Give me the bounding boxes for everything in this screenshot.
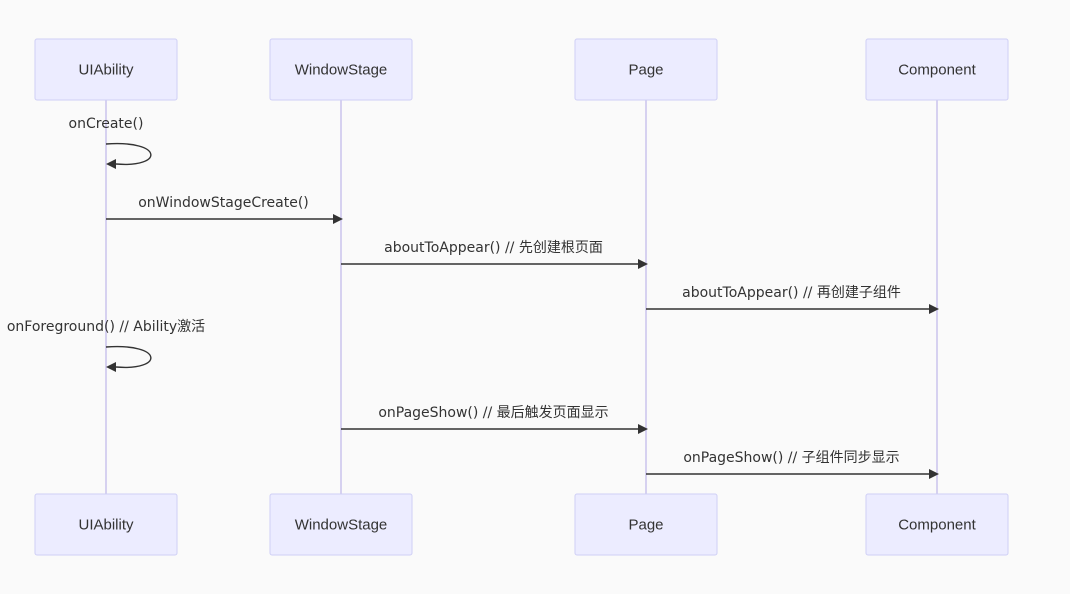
message-1: onCreate() (69, 116, 152, 169)
actor-label: Page (628, 517, 663, 534)
actor-box (865, 493, 1009, 556)
actor-page-top: Page (574, 38, 718, 101)
actor-page-bottom: Page (574, 493, 718, 556)
actor-label: Component (898, 62, 976, 79)
actor-box (574, 493, 718, 556)
message-label: onWindowStageCreate() (138, 195, 309, 211)
arrowhead (333, 214, 343, 224)
actor-label: UIAbility (78, 517, 134, 534)
message-label: onCreate() (69, 116, 144, 132)
message-label: aboutToAppear() // 再创建子组件 (682, 285, 901, 301)
actor-component-top: Component (865, 38, 1009, 101)
actor-windowstage-top: WindowStage (269, 38, 413, 101)
actor-label: Component (898, 517, 976, 534)
arrowhead (106, 159, 116, 169)
actor-box (34, 38, 178, 101)
actor-windowstage-bottom: WindowStage (269, 493, 413, 556)
self-message-loop (105, 142, 152, 166)
arrowhead (638, 424, 648, 434)
message-4: aboutToAppear() // 再创建子组件 (646, 285, 939, 314)
arrowhead (638, 259, 648, 269)
message-6: onPageShow() // 最后触发页面显示 (341, 405, 648, 434)
message-5: onForeground() // Ability激活 (7, 318, 205, 372)
actor-label: UIAbility (78, 62, 134, 79)
message-label: onPageShow() // 子组件同步显示 (683, 450, 899, 466)
actor-box (34, 493, 178, 556)
message-label: aboutToAppear() // 先创建根页面 (384, 240, 603, 256)
arrowhead (106, 362, 116, 372)
actor-uiability-bottom: UIAbility (34, 493, 178, 556)
message-2: onWindowStageCreate() (106, 195, 343, 224)
actor-box (865, 38, 1009, 101)
actor-box (574, 38, 718, 101)
message-label: onPageShow() // 最后触发页面显示 (378, 405, 608, 421)
actor-box (269, 38, 413, 101)
arrowhead (929, 304, 939, 314)
self-message-loop (105, 345, 152, 369)
message-label: onForeground() // Ability激活 (7, 318, 205, 335)
actor-box (269, 493, 413, 556)
actor-uiability-top: UIAbility (34, 38, 178, 101)
actor-label: WindowStage (295, 62, 388, 79)
message-3: aboutToAppear() // 先创建根页面 (341, 240, 648, 269)
actor-component-bottom: Component (865, 493, 1009, 556)
message-7: onPageShow() // 子组件同步显示 (646, 450, 939, 479)
actor-label: Page (628, 62, 663, 79)
actor-label: WindowStage (295, 517, 388, 534)
arrowhead (929, 469, 939, 479)
